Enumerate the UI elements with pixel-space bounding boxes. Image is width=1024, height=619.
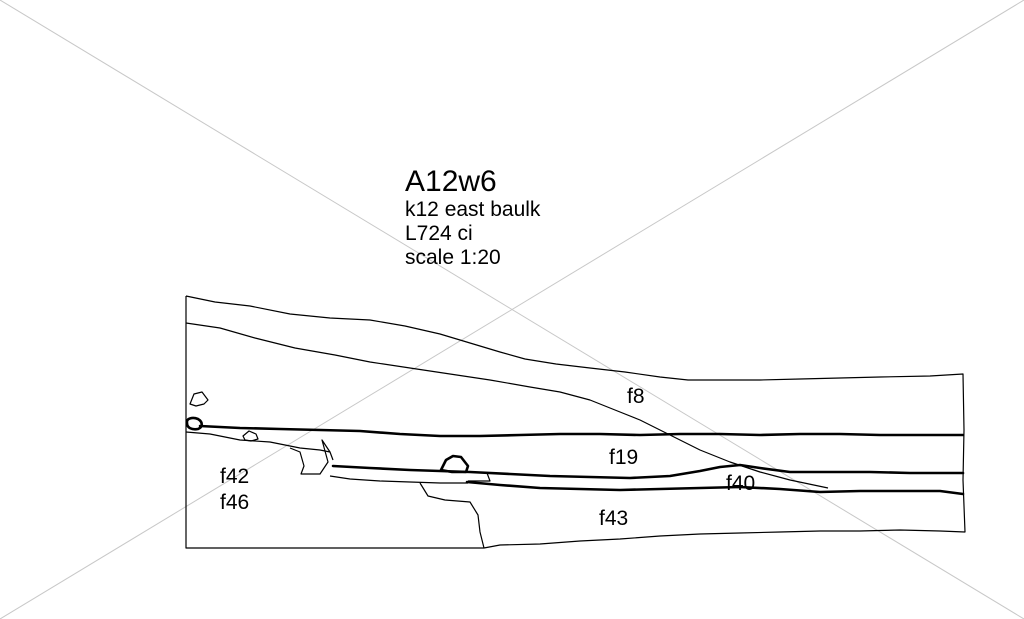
- pit-cut: [289, 439, 334, 475]
- f40-bottom-boundary: [465, 480, 965, 496]
- stone-small: [242, 430, 259, 442]
- f19-bottom-boundary: [331, 463, 965, 480]
- label-f46: f46: [220, 491, 249, 514]
- f42-top-boundary: [185, 431, 331, 453]
- sheet-id: A12w6: [405, 165, 497, 198]
- f46-bottom-boundary: [329, 475, 468, 484]
- label-f19: f19: [609, 446, 638, 469]
- f43-west-boundary: [419, 482, 485, 549]
- label-f43: f43: [599, 507, 628, 530]
- label-f40: f40: [726, 472, 755, 495]
- f19-top-boundary: [198, 424, 965, 438]
- scale-label: scale 1:20: [405, 246, 501, 269]
- section-outline: [185, 295, 966, 549]
- locus-label: L724 ci: [405, 222, 473, 245]
- stone-upper: [189, 391, 209, 407]
- stone-left: [185, 416, 204, 431]
- stone-box: [466, 471, 491, 482]
- location-label: k12 east baulk: [405, 198, 541, 221]
- title-block: A12w6 k12 east baulk L724 ci scale 1:20: [405, 166, 540, 270]
- label-f42: f42: [220, 465, 249, 488]
- label-f8: f8: [627, 385, 645, 408]
- stone-f19: [439, 454, 470, 474]
- f8-boundary: [185, 322, 829, 489]
